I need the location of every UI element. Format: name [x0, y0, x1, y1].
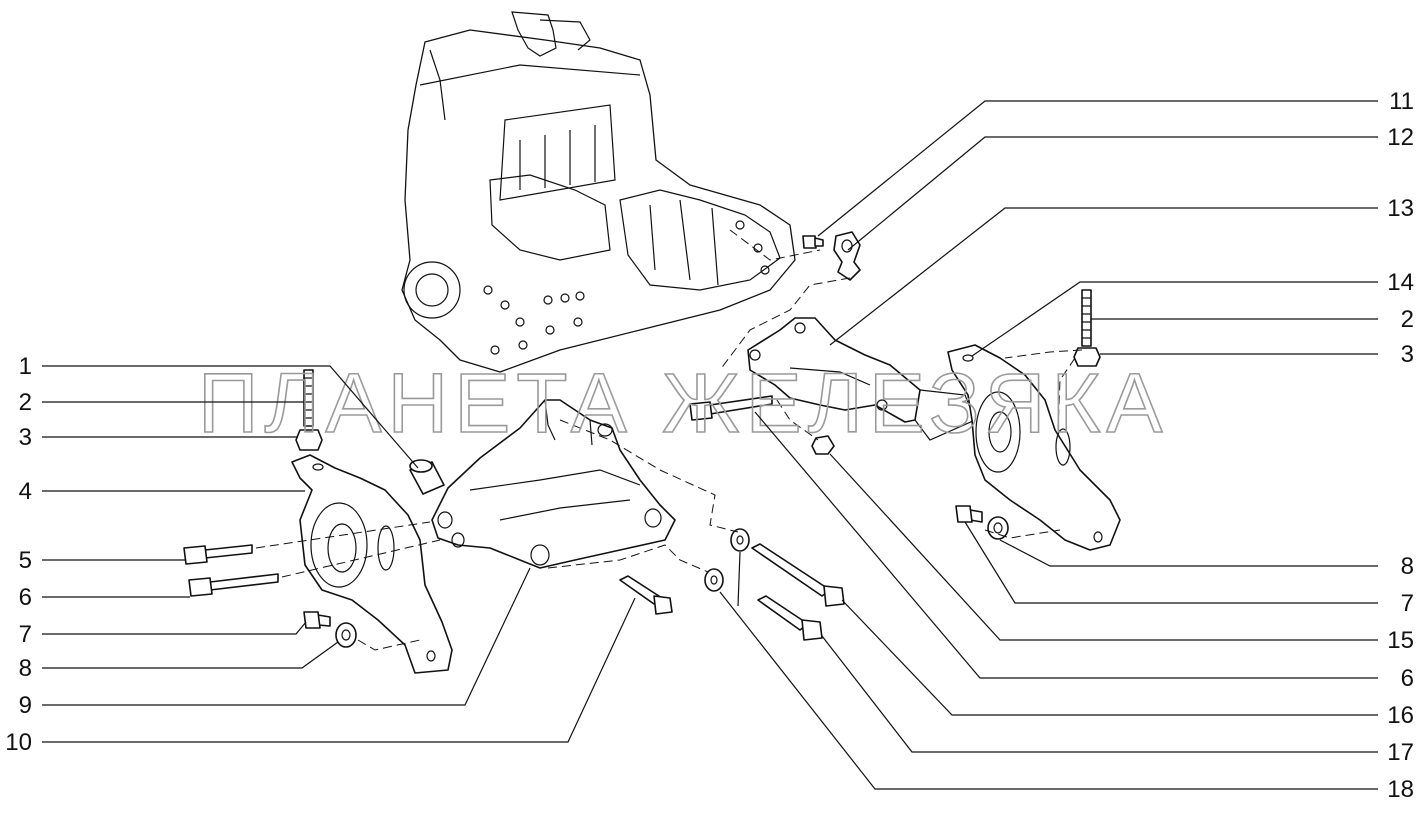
callout-8-right: 8	[1401, 553, 1414, 580]
callout-10: 10	[5, 729, 32, 756]
nut-right	[1073, 347, 1101, 367]
nut-left	[295, 429, 323, 451]
callouts-right: 11 12 13 14 2 3 8 7 15 6 16 17 18	[1387, 88, 1414, 803]
callout-6: 6	[19, 584, 32, 611]
short-bolt-right	[955, 505, 983, 523]
callout-1: 1	[19, 353, 32, 380]
callout-13: 13	[1387, 195, 1414, 222]
watermark: ПЛАНЕТА ЖЕЛЕЗЯКА	[198, 356, 1168, 450]
callout-2: 2	[19, 389, 32, 416]
washer-lower	[704, 568, 724, 592]
callout-18: 18	[1387, 776, 1414, 803]
washer-left	[335, 622, 357, 648]
leader-lines-right	[719, 100, 1378, 790]
upper-gearbox-bracket	[747, 317, 976, 441]
bolt-10	[619, 575, 673, 615]
long-bolt-16	[751, 543, 845, 607]
callout-6-right: 6	[1401, 665, 1414, 692]
callout-12: 12	[1387, 124, 1414, 151]
engine-assembly	[401, 11, 796, 373]
right-mount-support	[947, 344, 1121, 551]
callout-14: 14	[1387, 269, 1414, 296]
callout-17: 17	[1387, 739, 1414, 766]
assembly-guide-lines	[255, 229, 1083, 651]
callout-3-right: 3	[1401, 341, 1414, 368]
callout-7-right: 7	[1401, 590, 1414, 617]
nut-center	[811, 435, 835, 455]
callout-15: 15	[1387, 627, 1414, 654]
left-mount-bracket	[291, 454, 453, 674]
stud-right	[1081, 289, 1092, 347]
callouts-left: 1 2 3 4 5 6 7 8 9 10	[5, 353, 32, 756]
bushing	[409, 459, 445, 495]
bracket-clip	[833, 231, 861, 281]
washer-upper	[730, 528, 750, 552]
callout-2-right: 2	[1401, 306, 1414, 333]
small-bolt-top	[802, 235, 824, 249]
short-bolt-left	[303, 611, 331, 629]
callout-3: 3	[19, 424, 32, 451]
long-bolt-17	[757, 595, 823, 641]
callout-8: 8	[19, 655, 32, 682]
callout-5: 5	[19, 547, 32, 574]
callout-11: 11	[1389, 88, 1414, 115]
washer-right	[987, 516, 1009, 540]
callout-7: 7	[19, 621, 32, 648]
callout-4: 4	[19, 478, 32, 505]
stud-left	[303, 369, 314, 427]
callout-9: 9	[19, 692, 32, 719]
leader-lines-left	[42, 365, 636, 743]
long-bolt-center	[689, 395, 773, 421]
callout-16: 16	[1387, 702, 1414, 729]
bolt-6	[188, 573, 279, 597]
bolt-5	[183, 544, 253, 565]
